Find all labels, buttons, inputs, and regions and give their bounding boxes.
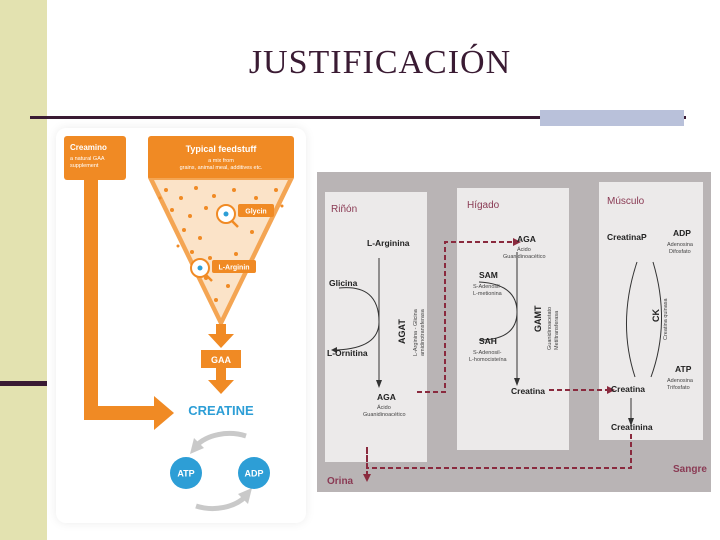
creamino-path-horizontal xyxy=(84,406,154,420)
musculo-ck-desc: Creatina quinasa xyxy=(663,298,670,340)
higado-sam-desc-1: S-Adenosil- xyxy=(473,284,501,291)
rinon-header: Riñón xyxy=(331,204,357,215)
arrow-ornitina xyxy=(337,322,379,350)
higado-aga-desc-2: Guanidinoacético xyxy=(503,254,546,261)
musculo-creatinina: Creatinina xyxy=(611,422,653,432)
higado-gamt-desc-2: Metiltransferasa xyxy=(554,311,561,350)
glycin-label: Glycin xyxy=(245,209,266,216)
arrow-rinon-to-higado xyxy=(417,242,513,392)
higado-sah: SAH xyxy=(479,336,497,346)
rinon-aga-desc-2: Guanidinoacético xyxy=(363,412,406,419)
rinon-glicina: Glicina xyxy=(329,278,357,288)
higado-sah-desc-2: L-homocisteína xyxy=(469,357,507,364)
left-accent-line xyxy=(0,381,47,386)
higado-aga: AGA xyxy=(517,234,536,244)
adp-label: ADP xyxy=(244,469,263,479)
feedstuff-desc-2: grains, animal meal, additives etc. xyxy=(180,165,263,171)
rinon-aga: AGA xyxy=(377,392,396,402)
musculo-ck: CK xyxy=(651,309,661,322)
musculo-atp-desc-2: Trifosfato xyxy=(667,385,690,392)
creamino-arrowhead xyxy=(154,396,174,430)
musculo-header: Músculo xyxy=(607,196,644,207)
higado-gamt-desc-1: Guanidinoacetato xyxy=(547,307,554,350)
higado-sam: SAM xyxy=(479,270,498,280)
rinon-agat-desc-2: amidinotransferasa xyxy=(420,309,427,356)
rinon-agat: AGAT xyxy=(397,319,407,344)
title-rule-accent xyxy=(540,110,684,126)
arrow-ck-left xyxy=(626,262,637,377)
orina-label: Orina xyxy=(327,476,353,487)
arginin-label: L-Arginin xyxy=(218,265,249,272)
musculo-creatina: Creatina xyxy=(611,384,645,394)
atp-label: ATP xyxy=(177,469,194,479)
creatine-pathway-photo: Riñón L-Arginina Glicina L-Ornitina AGAT… xyxy=(317,172,711,492)
musculo-atp-desc-1: Adenosina xyxy=(667,378,693,385)
creatine-label: CREATINE xyxy=(188,403,254,418)
gaa-label: GAA xyxy=(211,355,232,365)
arrow-sangre-to-orina xyxy=(367,434,631,468)
arrow-glicina xyxy=(339,288,379,322)
feedstuff-desc-1: a mix from xyxy=(208,158,234,164)
rinon-agat-desc-1: L-Arginina - Glicina xyxy=(413,309,420,356)
funnel-arrowhead xyxy=(208,334,234,348)
creamino-label: Creamino xyxy=(70,143,107,152)
gaa-arrowhead xyxy=(208,380,234,394)
slide-title: JUSTIFICACIÓN xyxy=(190,44,570,82)
creamino-desc-1: a natural GAA xyxy=(70,156,105,162)
cycle-arrow-top xyxy=(196,433,246,446)
higado-sah-desc-1: S-Adenosil- xyxy=(473,350,501,357)
gaa-diagram-card: Creamino a natural GAA supplement Typica… xyxy=(56,128,306,523)
higado-creatina: Creatina xyxy=(511,386,545,396)
musculo-creatinap: CreatinaP xyxy=(607,232,647,242)
gaa-diagram: Creamino a natural GAA supplement Typica… xyxy=(56,128,306,523)
feedstuff-funnel-inner xyxy=(154,180,288,318)
rinon-arginina: L-Arginina xyxy=(367,238,410,248)
sangre-label: Sangre xyxy=(673,464,707,475)
cycle-arrow-bottom xyxy=(196,496,246,509)
musculo-atp: ATP xyxy=(675,364,691,374)
rinon-aga-desc-1: Ácido xyxy=(377,405,391,412)
creamino-desc-2: supplement xyxy=(70,163,99,169)
musculo-adp-desc-1: Adenosina xyxy=(667,242,693,249)
creamino-path-vertical xyxy=(84,180,98,420)
higado-sam-desc-2: L-metionina xyxy=(473,291,502,298)
higado-gamt: GAMT xyxy=(533,306,543,333)
pathway-arrows xyxy=(317,172,711,492)
left-accent-bar xyxy=(0,0,47,540)
rinon-ornitina: L-Ornitina xyxy=(327,348,368,358)
feedstuff-title: Typical feedstuff xyxy=(186,144,258,154)
musculo-adp-desc-2: Difosfato xyxy=(669,249,691,256)
musculo-adp: ADP xyxy=(673,228,691,238)
higado-aga-desc-1: Ácido xyxy=(517,247,531,254)
higado-header: Hígado xyxy=(467,200,499,211)
